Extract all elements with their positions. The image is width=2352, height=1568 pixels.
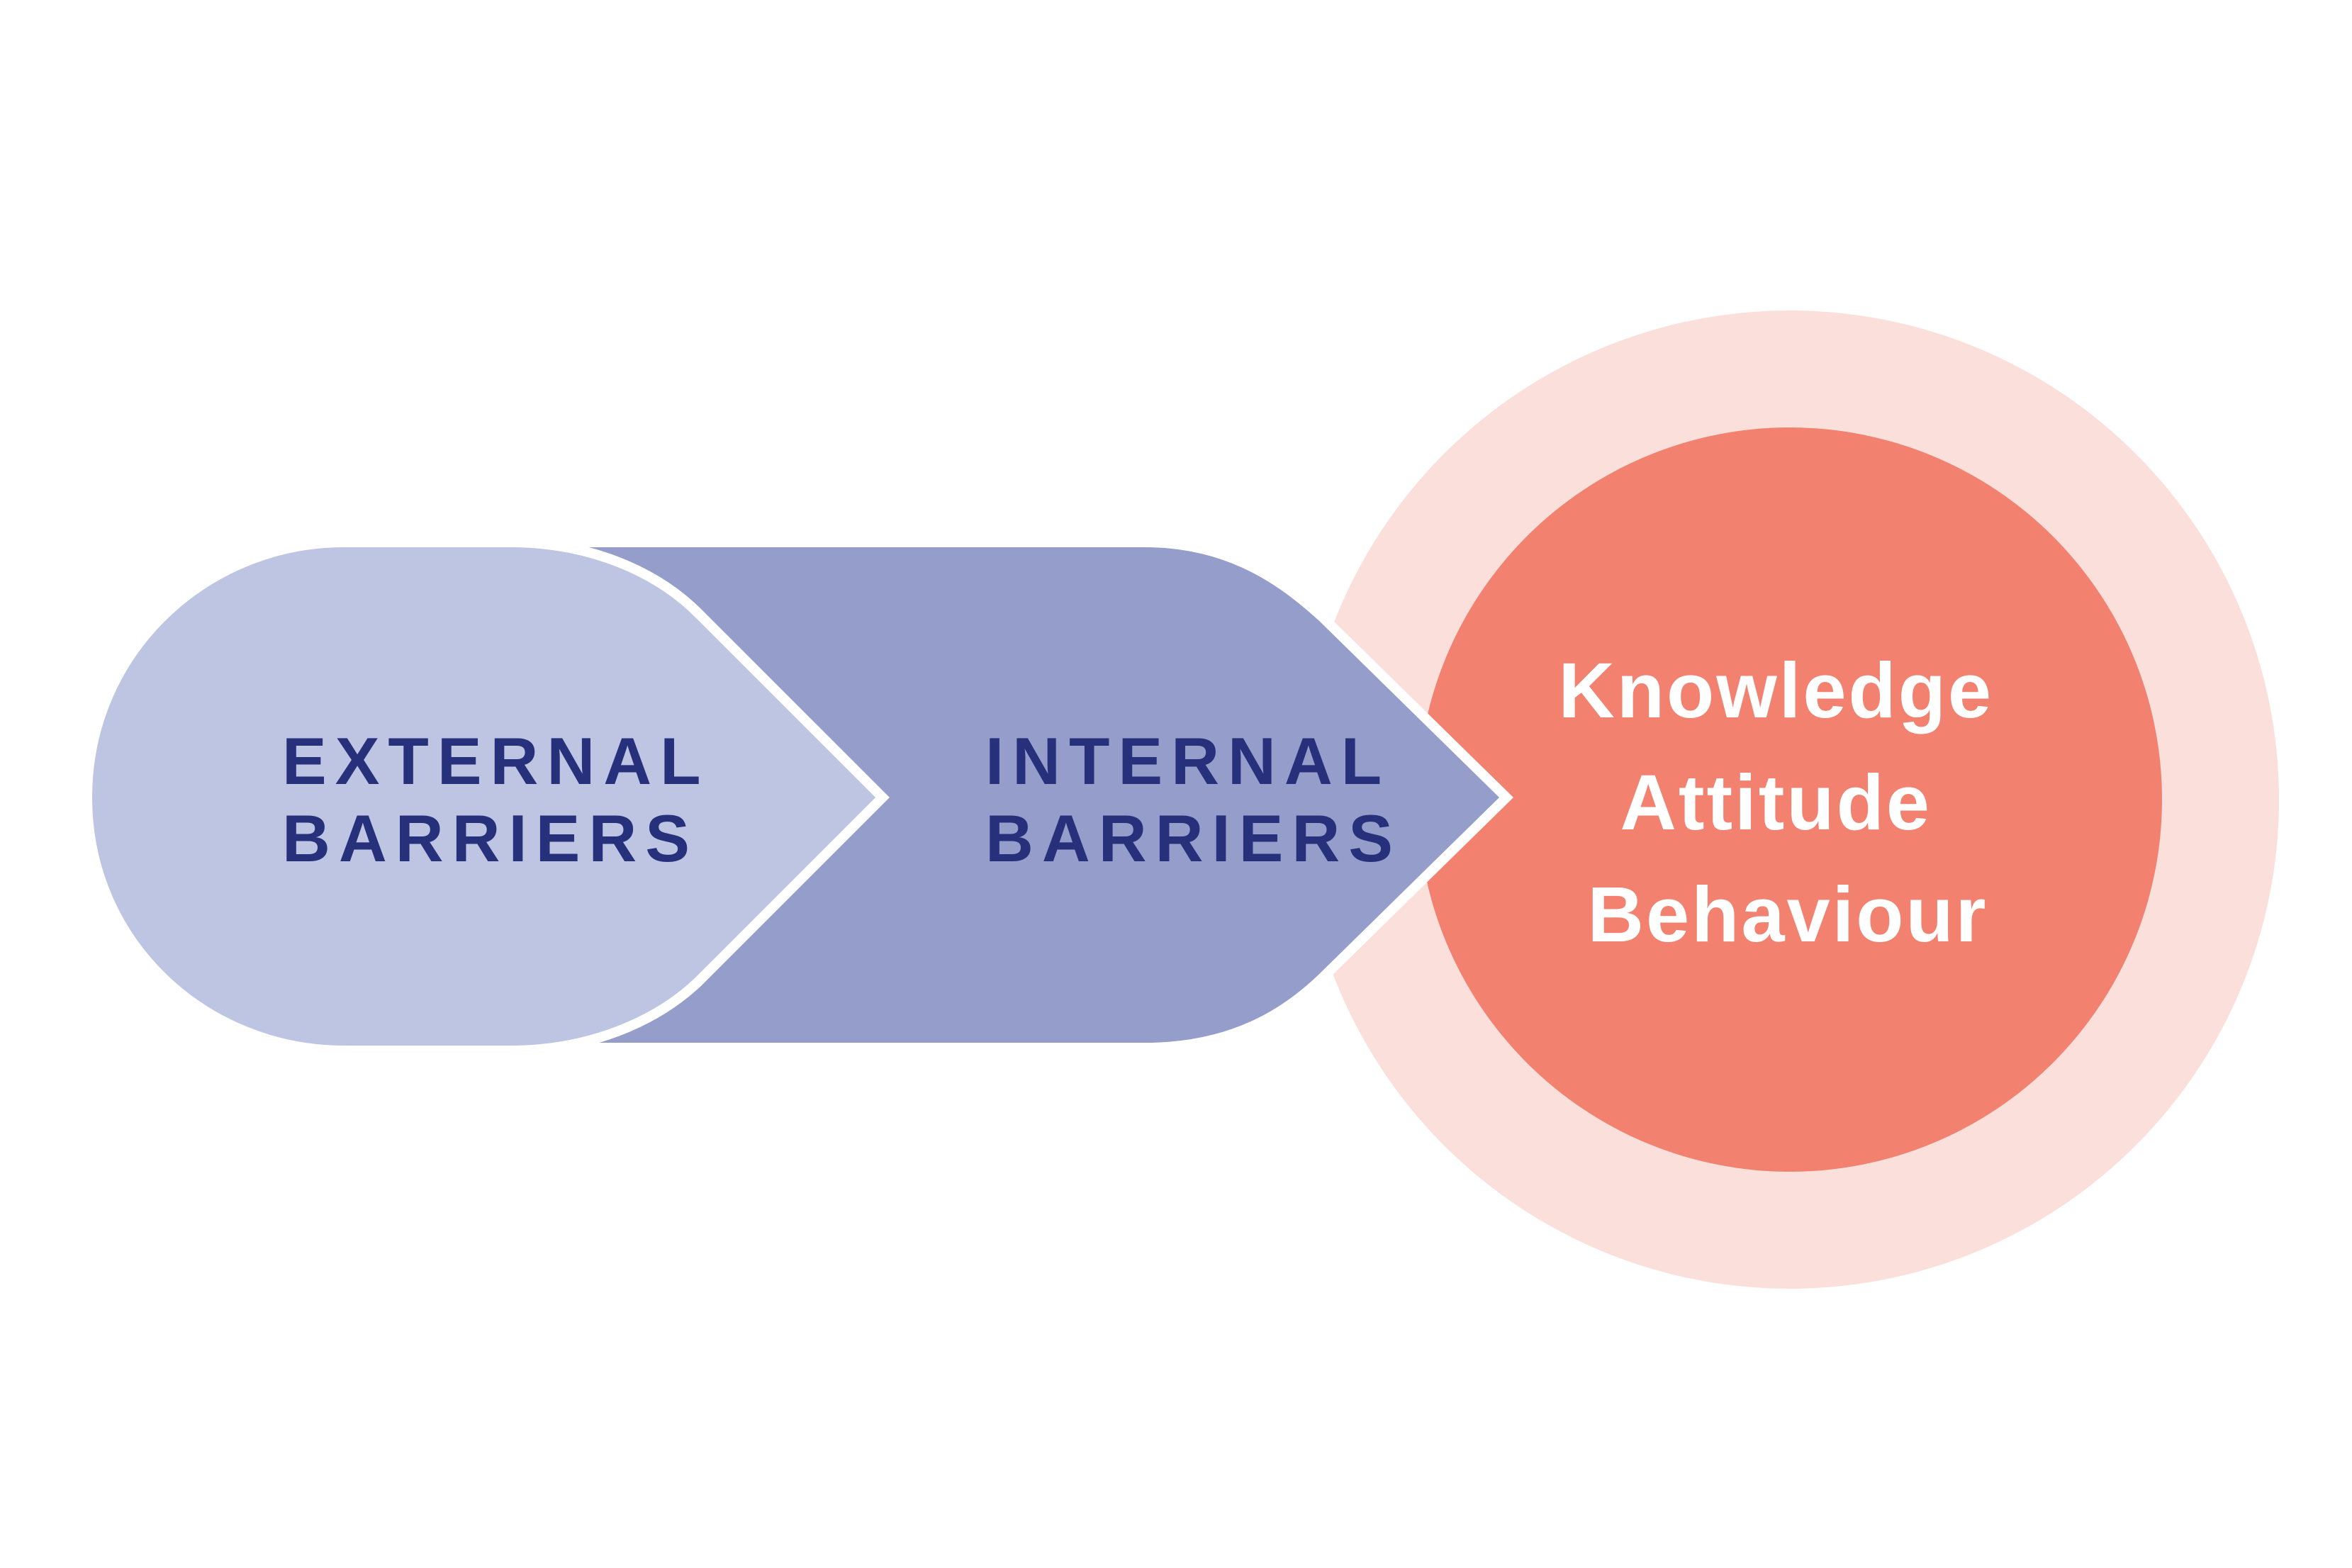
external-barriers-shape [82, 537, 890, 1055]
inner-circle [1418, 427, 2162, 1172]
internal-barriers-label: INTERNAL BARRIERS [985, 724, 1416, 875]
outcome-behaviour: Behaviour [1588, 871, 1988, 958]
outcomes-label: Knowledge Attitude Behaviour [1558, 647, 2017, 958]
outcome-knowledge: Knowledge [1558, 647, 1993, 734]
internal-line-2: BARRIERS [985, 801, 1401, 875]
external-line-2: BARRIERS [282, 801, 698, 875]
external-line-1: EXTERNAL [282, 724, 708, 798]
external-barriers-label: EXTERNAL BARRIERS [282, 724, 735, 875]
internal-line-1: INTERNAL [985, 724, 1389, 798]
outcome-attitude: Attitude [1620, 759, 1931, 846]
